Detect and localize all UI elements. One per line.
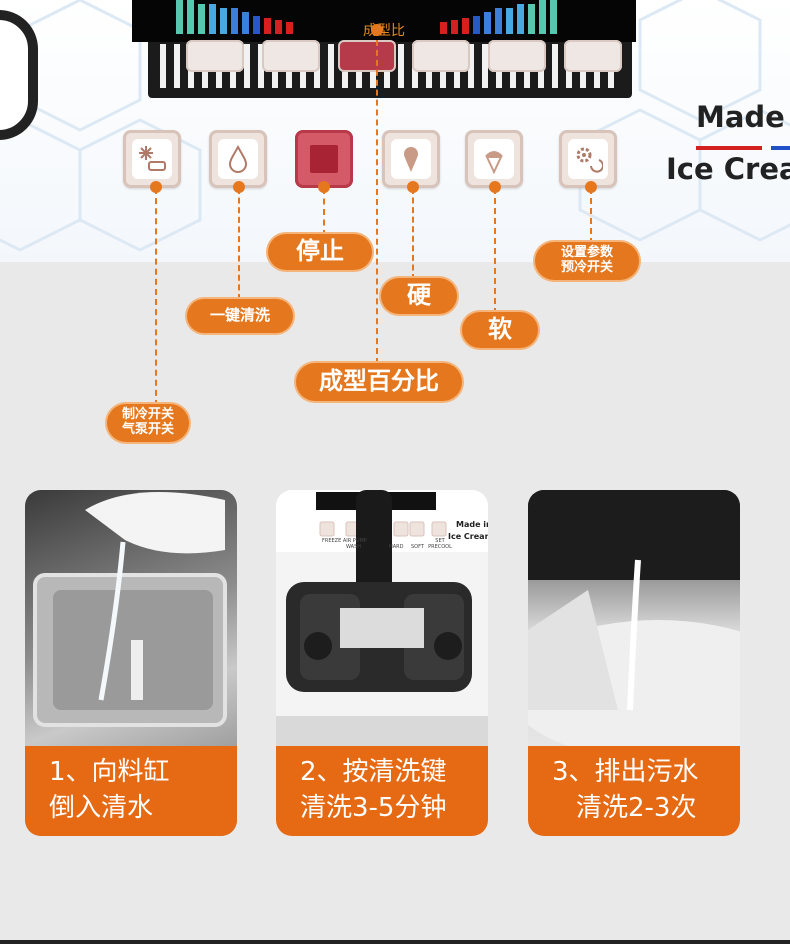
callout-dot-freeze [150, 181, 162, 193]
machine-label-set: SET PRECOOL [428, 538, 452, 550]
hero-section: 成型比 Made i Ice Crea [0, 0, 790, 262]
level-bars-left [176, 0, 293, 34]
mascot-edge [0, 10, 38, 140]
step-caption-1: 1、向料缸 倒入清水 [25, 746, 237, 836]
callout-line-freeze [155, 188, 157, 406]
callout-hard-label: 硬 [381, 278, 457, 314]
panel-key-wash[interactable] [262, 40, 320, 72]
stop-icon [310, 145, 338, 173]
step-photo-3: 3、排出污水 清洗2-3次 [528, 490, 740, 836]
machine-label-wash: WASH [346, 544, 362, 550]
callout-ratio-label: 成型百分比 [296, 363, 462, 401]
stop-button[interactable] [295, 130, 353, 188]
level-bars-right [440, 0, 557, 34]
callout-dot-wash [233, 181, 245, 193]
panel-key-settings[interactable] [564, 40, 622, 72]
step-photo-2: FREEZE AIR PUMP WASH HARD SOFT SET PRECO… [276, 490, 488, 836]
callout-line-stop [323, 188, 325, 236]
panel-key-hard[interactable] [412, 40, 470, 72]
machine-label-freeze: FREEZE AIR PUMP [322, 538, 367, 544]
wash-button[interactable] [209, 130, 267, 188]
callout-line-wash [238, 188, 240, 300]
hopper-pour-illustration [33, 492, 227, 727]
panel-display: 成型比 [132, 0, 636, 42]
hard-button[interactable] [382, 130, 440, 188]
panel-key-stop[interactable] [338, 40, 396, 72]
panel-key-freeze[interactable] [186, 40, 244, 72]
settings-gear-icon [576, 147, 603, 173]
callout-freeze-label: 制冷开关 气泵开关 [107, 404, 189, 442]
step-3-line2: 清洗2-3次 [576, 793, 697, 823]
step-3-line1: 3、排出污水 [552, 757, 699, 787]
step-1-line2: 倒入清水 [49, 793, 154, 823]
panel-key-soft[interactable] [488, 40, 546, 72]
step-2-line2: 清洗3-5分钟 [300, 793, 447, 823]
bottom-divider [0, 940, 790, 944]
step-caption-3: 3、排出污水 清洗2-3次 [528, 746, 740, 836]
machine-front-illustration [276, 490, 488, 750]
callout-soft-label: 软 [462, 312, 538, 348]
brand-stripe [696, 146, 790, 150]
callout-line-hard [412, 188, 414, 280]
callout-wash-label: 一键清洗 [187, 299, 293, 333]
machine-ice-cream: Ice Cream [448, 532, 488, 541]
soft-cone-icon [485, 151, 503, 174]
settings-button[interactable] [559, 130, 617, 188]
step-2-line1: 2、按清洗键 [300, 757, 447, 787]
brand-ice-cream: Ice Crea [666, 152, 790, 186]
callout-line-soft [494, 188, 496, 314]
machine-label-hard: HARD [389, 544, 404, 550]
callout-line-settings [590, 188, 592, 244]
soft-button[interactable] [465, 130, 523, 188]
callout-dot-soft [489, 181, 501, 193]
callout-dot-settings [585, 181, 597, 193]
freeze-button[interactable] [123, 130, 181, 188]
step-1-line1: 1、向料缸 [49, 757, 170, 787]
callout-dot-stop [318, 181, 330, 193]
drain-illustration [528, 490, 740, 750]
callout-line-ratio [376, 30, 378, 364]
machine-made-in: Made in [456, 520, 488, 529]
callout-stop-label: 停止 [268, 234, 372, 270]
step-caption-2: 2、按清洗键 清洗3-5分钟 [276, 746, 488, 836]
step-photo-1: 1、向料缸 倒入清水 [25, 490, 237, 836]
display-label: 成型比 [363, 23, 405, 39]
callout-dot-ratio [371, 24, 383, 36]
callout-dot-hard [407, 181, 419, 193]
cone-icon [404, 147, 418, 172]
water-drop-icon [228, 144, 248, 173]
callout-settings-label: 设置参数 预冷开关 [535, 242, 639, 280]
freeze-icon [139, 146, 166, 171]
brand-made-in: Made i [696, 100, 790, 134]
machine-label-soft: SOFT [411, 544, 424, 550]
